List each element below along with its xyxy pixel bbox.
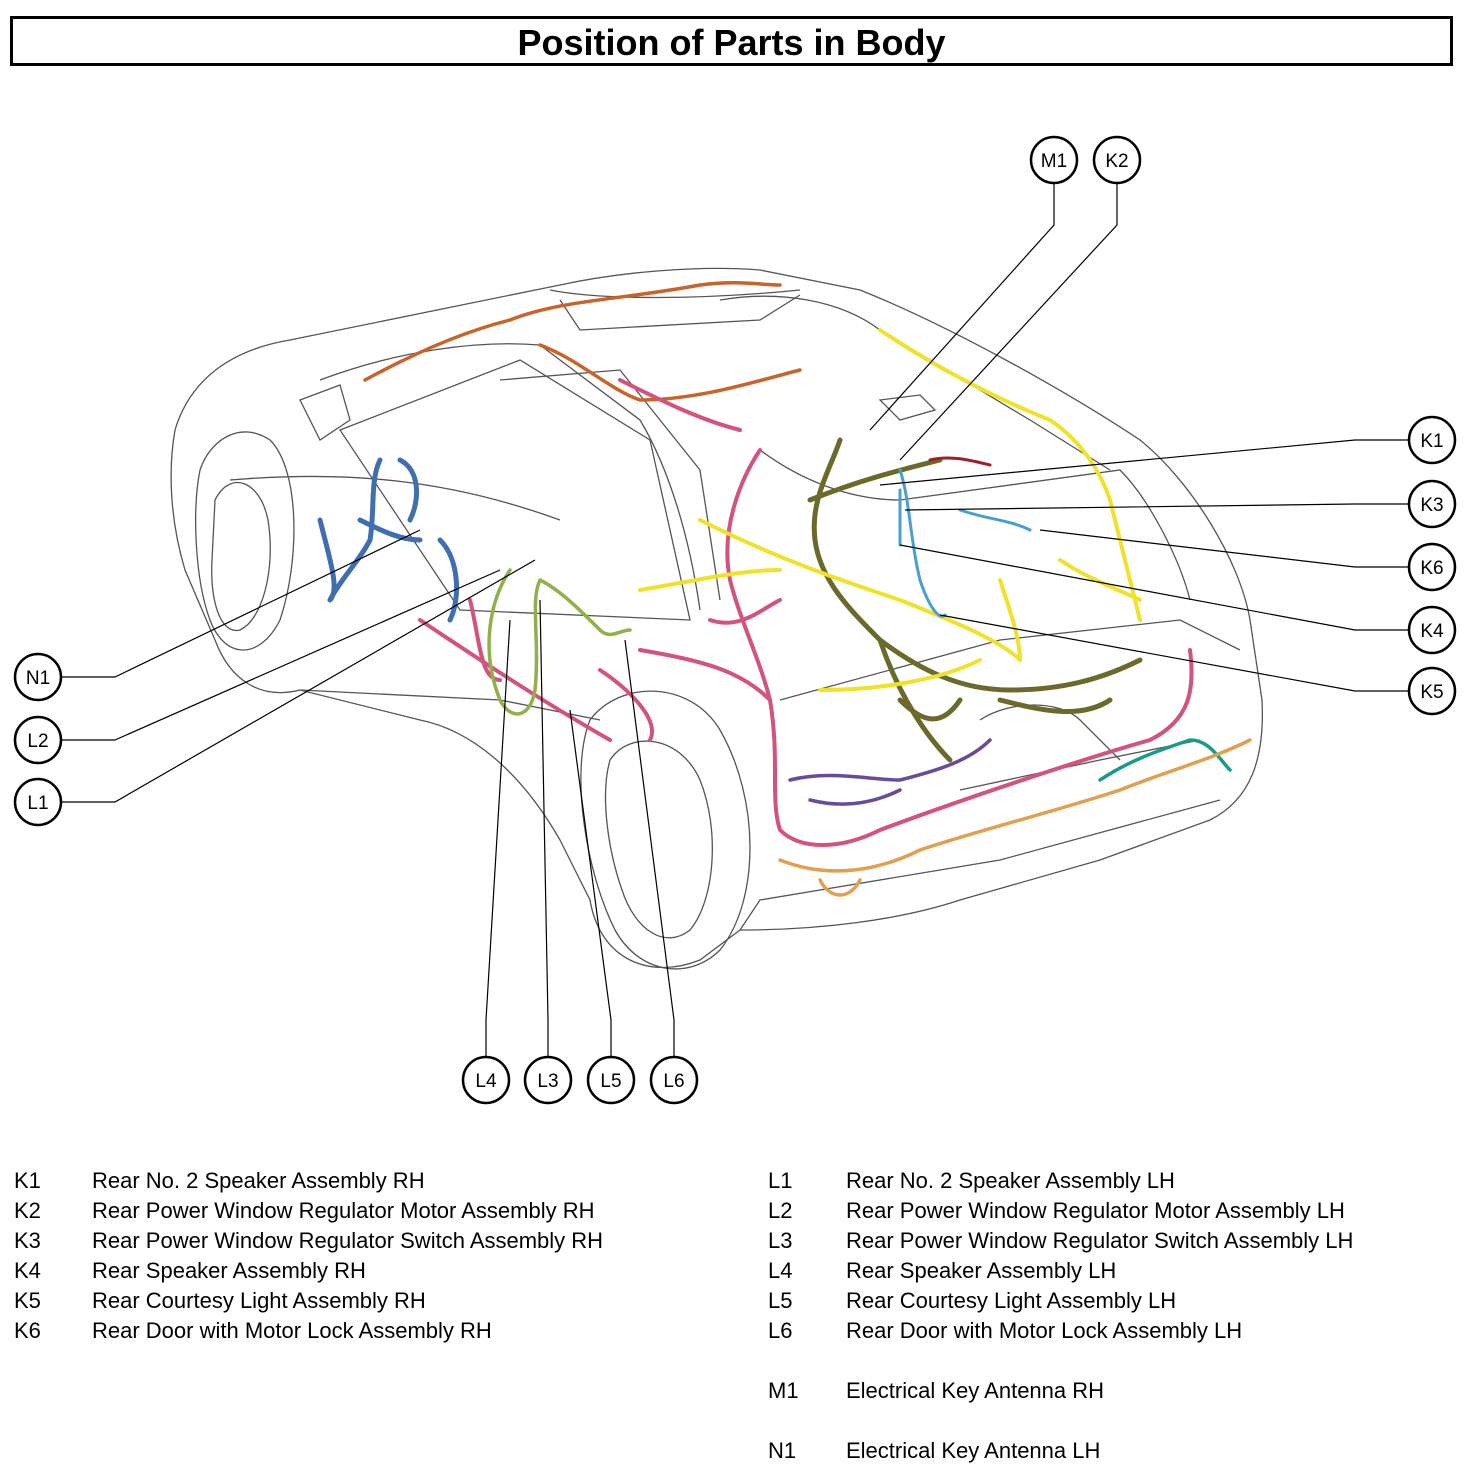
svg-text:K3: K3 <box>1420 495 1443 516</box>
svg-text:L3: L3 <box>537 1071 558 1092</box>
callout-L5: L5 <box>586 1055 636 1105</box>
wire-harnesses <box>317 281 1252 897</box>
legend-desc: Electrical Key Antenna LH <box>846 1438 1101 1463</box>
leader-L5 <box>569 709 612 1056</box>
legend-desc: Rear Courtesy Light Assembly RH <box>92 1288 426 1313</box>
legend-code: L3 <box>768 1228 793 1253</box>
svg-text:K1: K1 <box>1420 431 1443 452</box>
legend-desc: Rear Power Window Regulator Motor Assemb… <box>846 1198 1345 1223</box>
legend-desc: Rear Speaker Assembly LH <box>846 1258 1117 1283</box>
harness-door-lightblue <box>898 468 1032 618</box>
legend-code: K3 <box>14 1228 41 1253</box>
leader-M1 <box>869 184 1055 431</box>
leader-K6 <box>1039 529 1409 568</box>
legend-code: K4 <box>14 1258 41 1283</box>
harness-purple <box>788 738 992 806</box>
callout-K4: K4 <box>1407 605 1457 655</box>
legend-desc: Rear No. 2 Speaker Assembly LH <box>846 1168 1175 1193</box>
leader-K3 <box>904 503 1409 511</box>
svg-text:L1: L1 <box>27 793 48 814</box>
legend-code: L1 <box>768 1168 793 1193</box>
legend-code: K2 <box>14 1198 41 1223</box>
leader-L3 <box>539 599 549 1056</box>
svg-text:L4: L4 <box>475 1071 497 1092</box>
callout-K6: K6 <box>1407 542 1457 592</box>
harness-red <box>928 456 992 467</box>
callout-L4: L4 <box>461 1055 511 1105</box>
callout-L3: L3 <box>523 1055 573 1105</box>
leader-K2 <box>899 184 1118 461</box>
svg-text:N1: N1 <box>26 668 50 689</box>
leader-L1 <box>62 559 536 803</box>
leader-K4 <box>899 544 1409 631</box>
harness-yellow <box>638 328 1142 692</box>
car-body-outline <box>170 267 1264 970</box>
legend-desc: Rear Power Window Regulator Switch Assem… <box>92 1228 604 1253</box>
legend-code: L4 <box>768 1258 793 1283</box>
svg-text:L2: L2 <box>27 731 48 752</box>
svg-text:K4: K4 <box>1420 621 1444 642</box>
svg-text:K5: K5 <box>1420 682 1443 703</box>
page-title: Position of Parts in Body <box>517 22 946 63</box>
legend-code: L6 <box>768 1318 793 1343</box>
callout-K1: K1 <box>1407 415 1457 465</box>
legend-desc: Rear Door with Motor Lock Assembly LH <box>846 1318 1243 1343</box>
callout-K3: K3 <box>1407 479 1457 529</box>
leader-L4 <box>485 619 511 1056</box>
harness-rear-tan <box>778 738 1252 897</box>
harness-teal <box>1098 738 1232 782</box>
harness-olive <box>807 437 1143 763</box>
callout-K2: K2 <box>1092 135 1142 185</box>
svg-text:M1: M1 <box>1041 151 1067 172</box>
legend-left: K1 Rear No. 2 Speaker Assembly RH K2 Rea… <box>14 1168 734 1358</box>
callout-circles: M1 K2 K1 K3 K6 K4 K5 N1 <box>13 135 1457 1105</box>
legend-desc: Rear No. 2 Speaker Assembly RH <box>92 1168 425 1193</box>
leader-K1 <box>879 439 1409 486</box>
callout-L6: L6 <box>649 1055 699 1105</box>
harness-door-blue <box>317 457 460 623</box>
legend-code: L5 <box>768 1288 793 1313</box>
page-title-box: Position of Parts in Body <box>10 16 1453 66</box>
legend-desc: Rear Courtesy Light Assembly LH <box>846 1288 1177 1313</box>
callout-L2: L2 <box>13 715 63 765</box>
legend-desc: Rear Door with Motor Lock Assembly RH <box>92 1318 492 1343</box>
legend-code: K6 <box>14 1318 41 1343</box>
svg-text:L5: L5 <box>600 1071 621 1092</box>
svg-text:K2: K2 <box>1105 151 1128 172</box>
legend-desc: Rear Power Window Regulator Switch Assem… <box>846 1228 1354 1253</box>
svg-text:K6: K6 <box>1420 558 1443 579</box>
callout-leader-lines <box>62 184 1409 1056</box>
callout-N1: N1 <box>13 652 63 702</box>
callout-L1: L1 <box>13 777 63 827</box>
legend-code: M1 <box>768 1378 799 1403</box>
harness-roof-orange <box>363 281 802 402</box>
legend-code: K1 <box>14 1168 41 1193</box>
legend-code: K5 <box>14 1288 41 1313</box>
harness-floor-pink <box>418 378 1194 847</box>
leader-L6 <box>624 639 675 1056</box>
leader-K5 <box>939 614 1409 692</box>
callout-K5: K5 <box>1407 666 1457 716</box>
legend-code: L2 <box>768 1198 793 1223</box>
leader-L2 <box>62 569 501 741</box>
callout-M1: M1 <box>1029 135 1079 185</box>
legend-right: L1 Rear No. 2 Speaker Assembly LH L2 Rea… <box>768 1168 1458 1468</box>
harness-green <box>487 568 632 716</box>
legend-desc: Electrical Key Antenna RH <box>846 1378 1105 1403</box>
legend-desc: Rear Power Window Regulator Motor Assemb… <box>92 1198 595 1223</box>
leader-N1 <box>62 529 421 678</box>
svg-text:L6: L6 <box>663 1071 684 1092</box>
legend-desc: Rear Speaker Assembly RH <box>92 1258 366 1283</box>
legend-code: N1 <box>768 1438 797 1463</box>
